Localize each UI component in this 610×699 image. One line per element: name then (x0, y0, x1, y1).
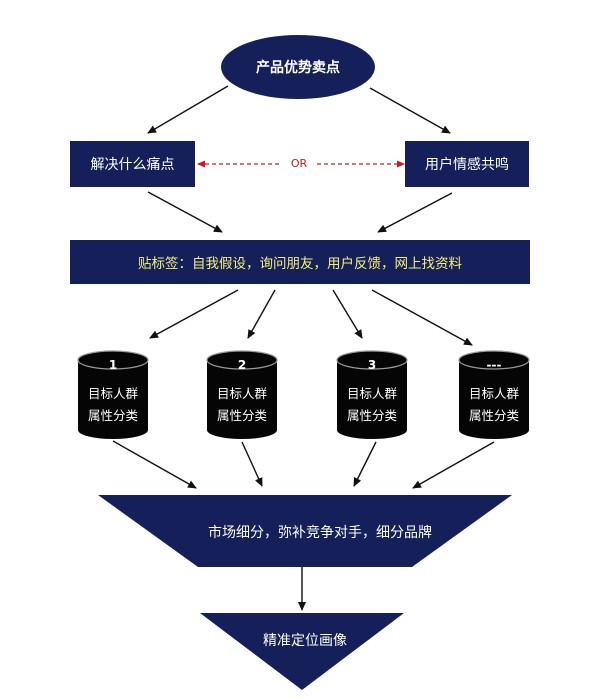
segment-number: 2 (237, 358, 247, 372)
final-triangle-shape (200, 613, 404, 690)
segment-line2: 属性分类 (216, 408, 267, 423)
arrow-title-to-right (369, 87, 451, 134)
arrow-seg4-to-funnel (412, 441, 495, 489)
funnel-shape (98, 495, 512, 567)
segment-4: --- 目标人群 属性分类 (459, 356, 529, 446)
arrow-banner-to-seg2 (247, 289, 276, 339)
arrow-seg2-to-funnel (241, 441, 263, 487)
segment-line2: 属性分类 (468, 408, 519, 423)
segment-line1: 目标人群 (468, 386, 519, 401)
cylinder-shape-1 (77, 350, 149, 439)
arrow-left-to-banner (147, 191, 223, 233)
arrow-banner-to-seg1 (149, 289, 239, 339)
cylinder-shape-3 (336, 350, 408, 439)
segment-number: 3 (367, 358, 377, 372)
tagging-label: 贴标签：自我假设，询问朋友，用户反馈，网上找资料 (138, 256, 462, 272)
cylinder-shape-2 (206, 350, 278, 439)
arrow-seg3-to-funnel (353, 441, 377, 487)
segment-line1: 目标人群 (216, 386, 267, 401)
cylinder-shape-4 (458, 350, 530, 439)
arrow-seg1-to-funnel (112, 440, 197, 489)
segment-line1: 目标人群 (87, 386, 138, 401)
emotion-label: 用户情感共鸣 (425, 157, 509, 173)
title-label: 产品优势卖点 (256, 60, 340, 76)
segment-2: 2 目标人群 属性分类 (207, 356, 277, 446)
arrow-banner-to-seg4 (371, 289, 473, 346)
arrow-banner-to-seg3 (332, 289, 363, 339)
funnel-label: 市场细分，弥补竞争对手，细分品牌 (208, 525, 432, 541)
final-label: 精准定位画像 (263, 633, 347, 649)
segment-number: 1 (108, 358, 118, 372)
segment-1: 1 目标人群 属性分类 (78, 356, 148, 446)
or-label: OR (282, 157, 316, 170)
segment-line1: 目标人群 (346, 386, 397, 401)
arrow-title-to-left (147, 85, 229, 134)
segment-number: --- (486, 358, 502, 372)
title-oval: 产品优势卖点 (221, 35, 375, 99)
emotion-box: 用户情感共鸣 (405, 141, 529, 187)
segment-line2: 属性分类 (346, 408, 397, 423)
segment-3: 3 目标人群 属性分类 (337, 356, 407, 446)
pain-point-label: 解决什么痛点 (90, 157, 175, 173)
segment-line2: 属性分类 (87, 408, 138, 423)
arrow-right-to-banner (377, 192, 453, 233)
tagging-banner: 贴标签：自我假设，询问朋友，用户反馈，网上找资料 (70, 240, 530, 284)
pain-point-box: 解决什么痛点 (70, 141, 195, 187)
